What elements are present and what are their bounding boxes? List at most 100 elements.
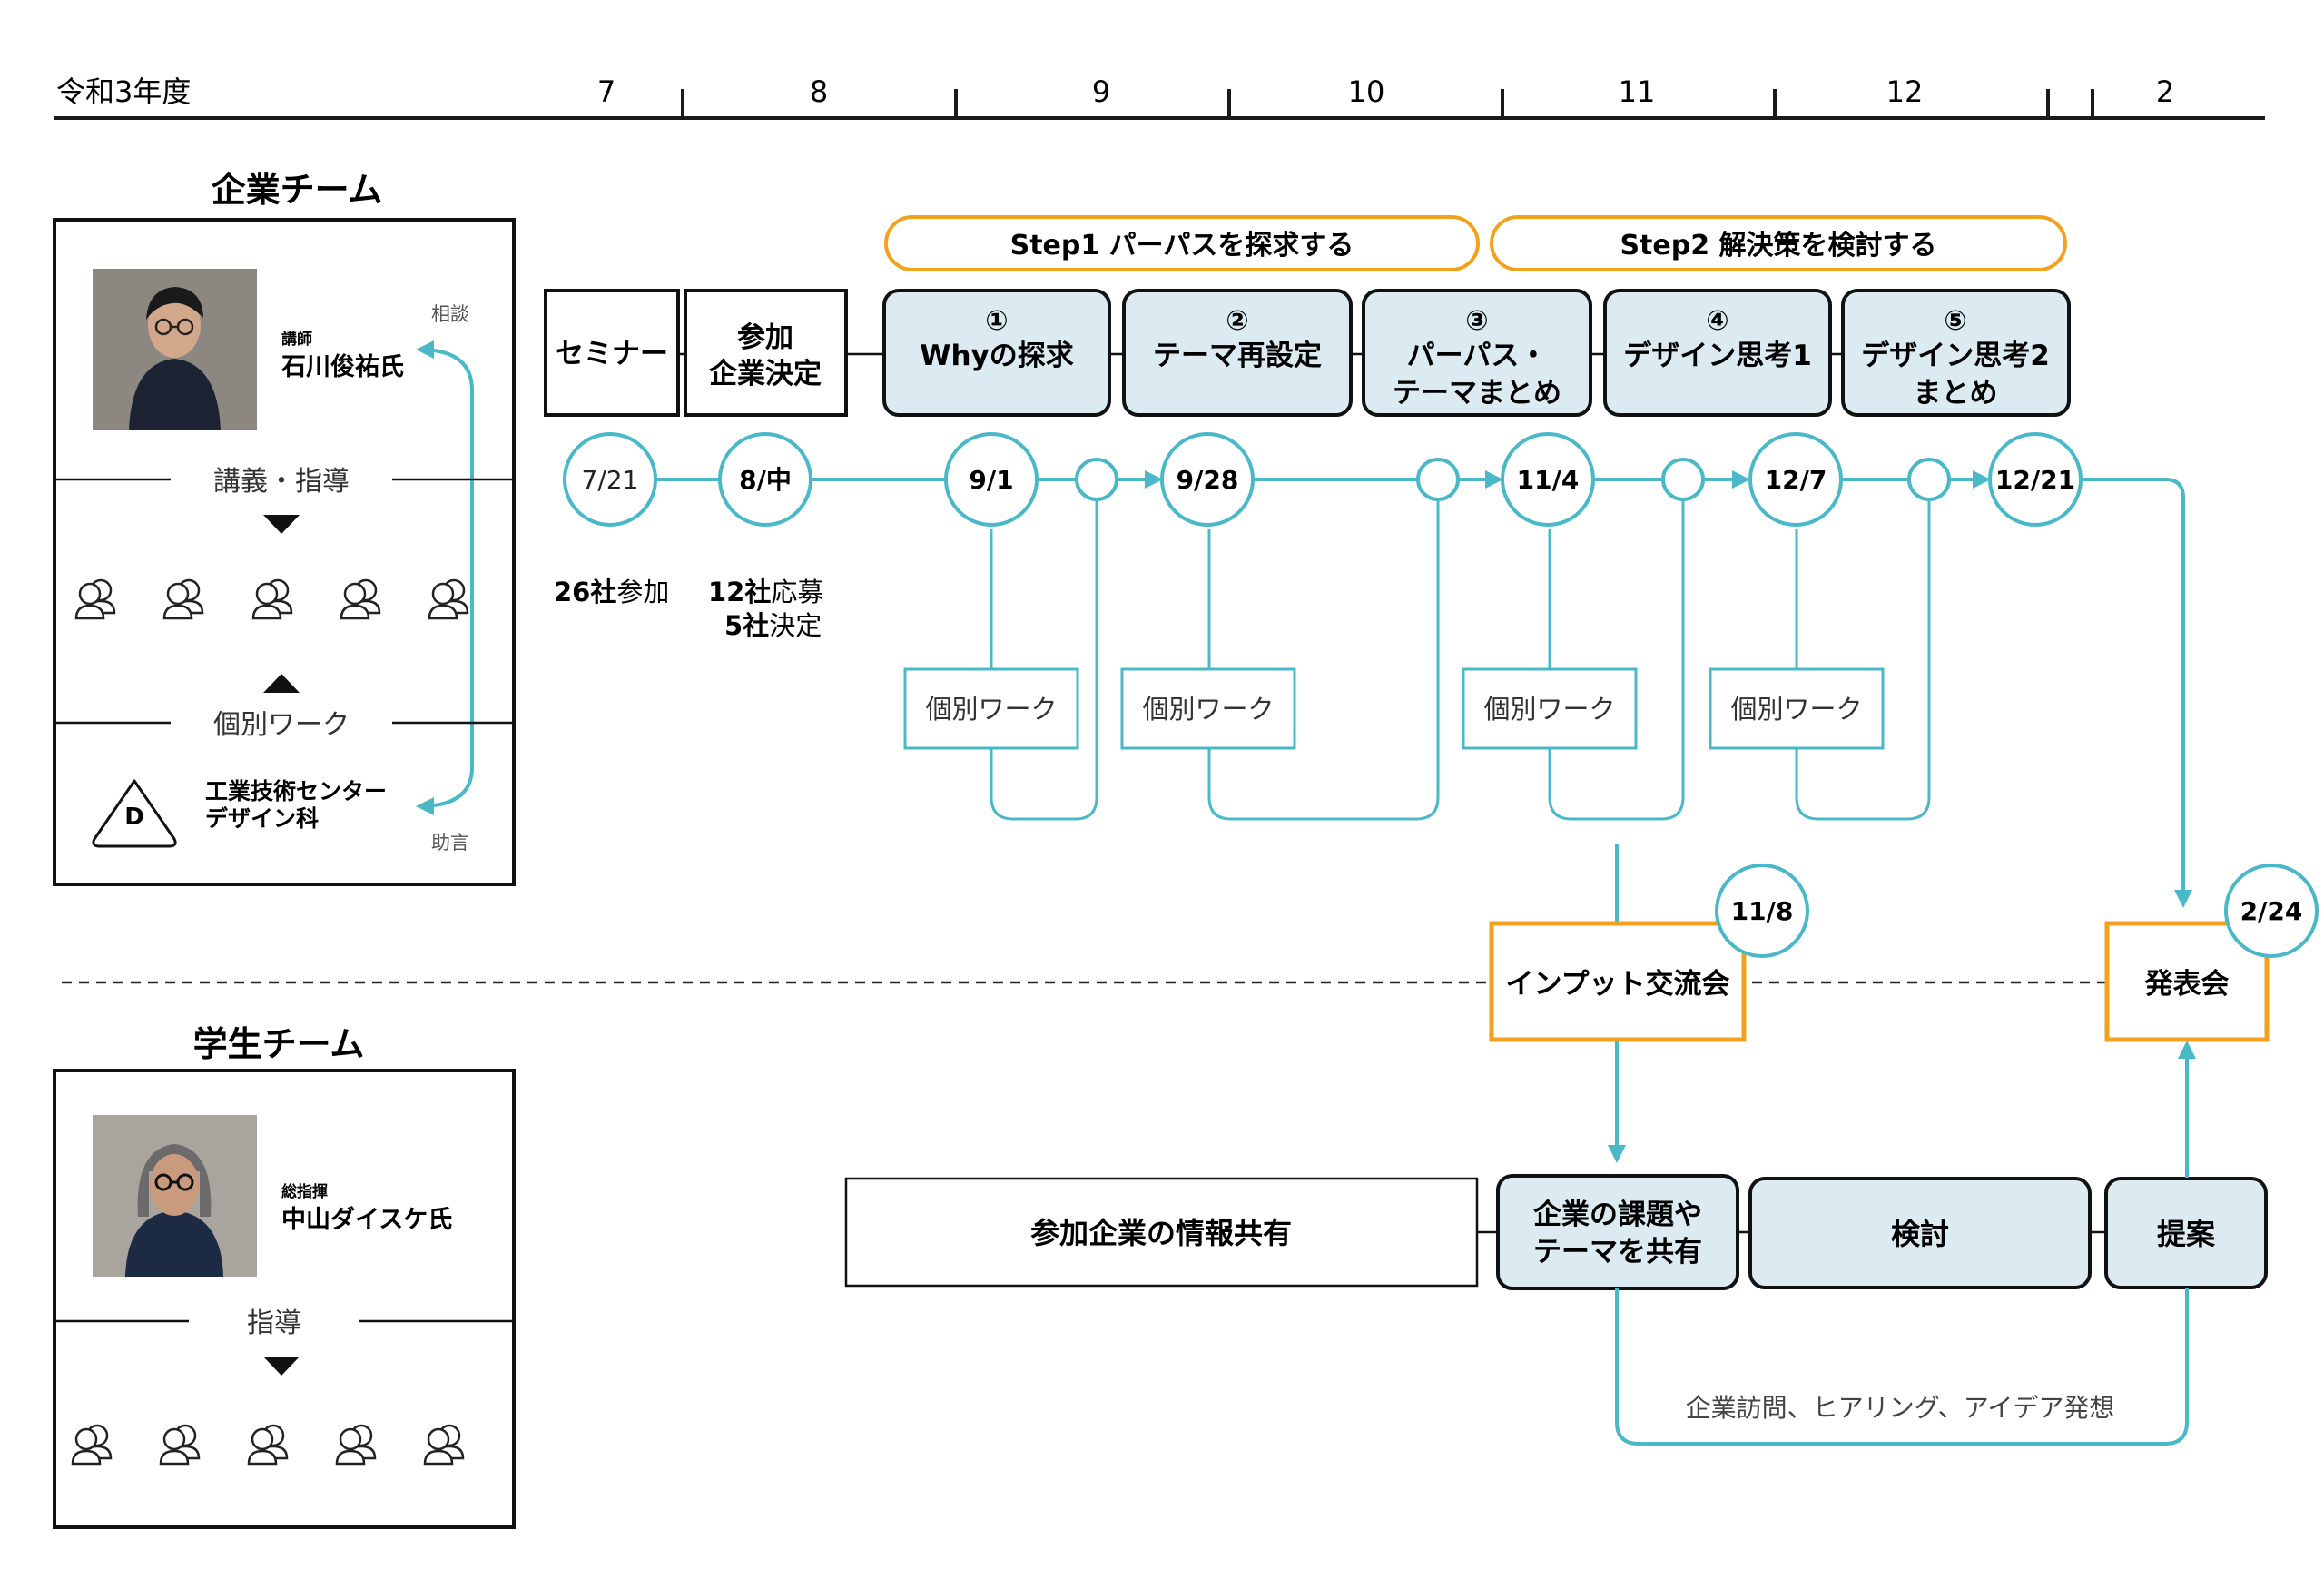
small-nodes: [1075, 458, 1951, 501]
share-info-box: 参加企業の情報共有: [844, 1177, 1479, 1288]
director-photo: [93, 1115, 257, 1277]
activities-label: 企業訪問、ヒアリング、アイデア発想: [1686, 1393, 2115, 1423]
svg-text:個別ワーク: 個別ワーク: [1142, 694, 1274, 725]
org-name-line2: デザイン科: [205, 805, 319, 832]
svg-text:まとめ: まとめ: [1914, 377, 1998, 410]
phase-3-box: ③ パーパス・ テーマまとめ: [1362, 289, 1592, 417]
proposal-box: 提案: [2104, 1177, 2268, 1289]
svg-text:①: ①: [985, 305, 1008, 337]
lecture-label: 講義・指導: [213, 466, 350, 498]
svg-text:12/7: 12/7: [1765, 465, 1827, 495]
svg-text:個別ワーク: 個別ワーク: [925, 694, 1057, 725]
month-label-10: 10: [1348, 74, 1385, 109]
work-box-1: 個別ワーク: [903, 667, 1079, 750]
month-label-7: 7: [597, 74, 615, 109]
work-box-3: 個別ワーク: [1462, 667, 1638, 750]
svg-text:セミナー: セミナー: [556, 338, 668, 370]
svg-text:テーマを共有: テーマを共有: [1533, 1236, 1702, 1268]
svg-text:企業の課題や: 企業の課題や: [1533, 1199, 1702, 1231]
lecturer-photo: [93, 269, 257, 430]
consult-label: 相談: [431, 303, 469, 325]
input-exchange-event: インプット交流会: [1489, 921, 1747, 1042]
timeline-header: 令和3年度 7 8 9 10 11 12 2: [54, 74, 2265, 120]
date-node-0721: 7/21: [563, 432, 657, 527]
company-team-panel: 企業チーム 講師 石川俊祐氏 相談 助言 講義・指導: [53, 170, 516, 886]
svg-text:参加: 参加: [737, 321, 793, 354]
date-node-1108: 11/8: [1715, 864, 1809, 958]
note-applicants: 12社応募: [708, 577, 823, 607]
phase-2-box: ② テーマ再設定: [1122, 289, 1353, 417]
consult-advice-arrow: [416, 340, 474, 815]
seminar-box: セミナー: [544, 289, 680, 417]
date-node-0901: 9/1: [944, 432, 1039, 527]
svg-text:テーマ再設定: テーマ再設定: [1153, 340, 1322, 372]
svg-text:デザイン思考2: デザイン思考2: [1861, 340, 2050, 372]
svg-text:8/中: 8/中: [739, 465, 792, 495]
month-label-2: 2: [2156, 74, 2174, 109]
lecturer-role: 講師: [281, 330, 312, 349]
phase-4-box: ④ デザイン思考1: [1603, 289, 1832, 417]
company-selection-box: 参加 企業決定: [684, 289, 848, 417]
student-team-panel: 学生チーム 総指揮 中山ダイスケ氏 指導: [53, 1024, 516, 1529]
work-box-4: 個別ワーク: [1709, 667, 1885, 750]
student-team-heading: 学生チーム: [193, 1024, 365, 1064]
svg-text:デザイン思考1: デザイン思考1: [1623, 340, 1812, 372]
note-decided: 5社決定: [724, 610, 822, 641]
work-label: 個別ワーク: [213, 709, 350, 741]
svg-text:9/28: 9/28: [1177, 465, 1239, 495]
svg-text:検討: 検討: [1891, 1217, 1949, 1251]
participation-notes: 26社参加 12社応募 5社決定: [554, 577, 823, 641]
date-nodes: 7/21 8/中 9/1 9/28 11/4 12/7 12/21: [563, 432, 2083, 527]
svg-text:Whyの探求: Whyの探求: [920, 340, 1073, 372]
svg-text:④: ④: [1706, 305, 1728, 337]
svg-text:12/21: 12/21: [1995, 465, 2075, 495]
main-flow-lines: [655, 470, 2192, 908]
svg-text:企業決定: 企業決定: [709, 358, 822, 390]
step2-banner: Step2 解決策を検討する: [1490, 215, 2067, 271]
step1-banner: Step1 パーパスを探求する: [884, 215, 1480, 271]
guide-label: 指導: [247, 1308, 301, 1339]
date-node-1221: 12/21: [1988, 432, 2083, 527]
svg-text:テーマまとめ: テーマまとめ: [1393, 377, 1561, 410]
month-ticks: [681, 89, 2094, 118]
svg-text:11/8: 11/8: [1731, 896, 1794, 926]
director-name: 中山ダイスケ氏: [281, 1205, 452, 1234]
svg-text:9/1: 9/1: [969, 465, 1013, 495]
svg-text:パーパス・: パーパス・: [1407, 340, 1548, 372]
individual-work-loops: [990, 499, 1931, 821]
svg-text:Step2 解決策を検討する: Step2 解決策を検討する: [1620, 230, 1936, 262]
svg-text:提案: 提案: [2157, 1217, 2216, 1251]
svg-text:2/24: 2/24: [2240, 896, 2303, 926]
down-triangle-icon: [263, 515, 300, 534]
month-label-8: 8: [810, 74, 828, 109]
date-node-0928: 9/28: [1160, 432, 1255, 527]
director-role: 総指揮: [281, 1182, 328, 1201]
design-center-logo: D: [92, 779, 177, 848]
fiscal-year-label: 令和3年度: [56, 74, 191, 109]
svg-text:7/21: 7/21: [582, 465, 639, 495]
down-triangle-icon: [263, 1357, 300, 1376]
svg-text:個別ワーク: 個別ワーク: [1483, 694, 1615, 725]
svg-text:インプット交流会: インプット交流会: [1505, 968, 1729, 1001]
up-triangle-icon: [263, 674, 300, 693]
date-node-1104: 11/4: [1501, 432, 1595, 527]
svg-text:11/4: 11/4: [1517, 465, 1580, 495]
month-label-11: 11: [1619, 74, 1656, 109]
svg-text:参加企業の情報共有: 参加企業の情報共有: [1030, 1216, 1292, 1250]
svg-text:②: ②: [1226, 305, 1248, 337]
lecturer-name: 石川俊祐氏: [281, 352, 404, 381]
org-name-line1: 工業技術センター: [205, 778, 387, 804]
svg-text:発表会: 発表会: [2144, 968, 2230, 1001]
phase-1-box: ① Whyの探求: [882, 289, 1111, 417]
review-box: 検討: [1748, 1177, 2092, 1289]
month-label-9: 9: [1092, 74, 1110, 109]
work-box-2: 個別ワーク: [1120, 667, 1296, 750]
advice-label: 助言: [431, 832, 469, 854]
phase-5-box: ⑤ デザイン思考2 まとめ: [1841, 289, 2071, 417]
svg-text:Step1 パーパスを探求する: Step1 パーパスを探求する: [1010, 230, 1354, 262]
svg-text:⑤: ⑤: [1944, 305, 1966, 337]
company-team-heading: 企業チーム: [212, 170, 383, 210]
date-node-1207: 12/7: [1748, 432, 1843, 527]
svg-text:個別ワーク: 個別ワーク: [1730, 694, 1862, 725]
